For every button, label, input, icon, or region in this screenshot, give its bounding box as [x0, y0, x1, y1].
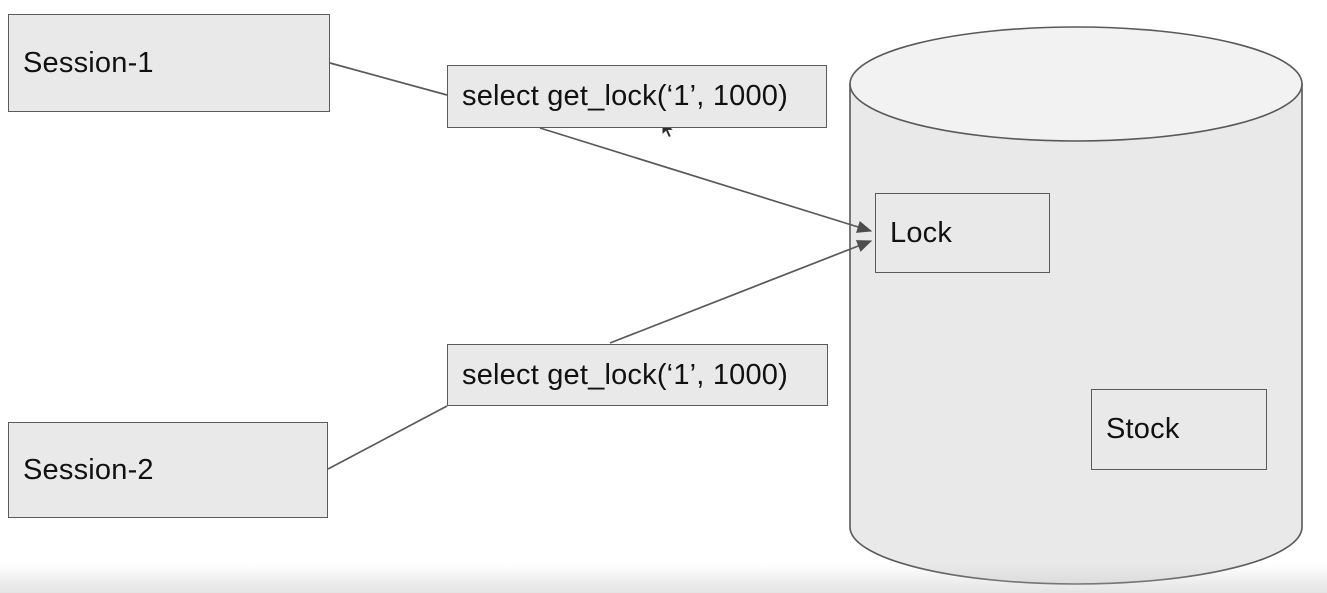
- connector-query1-lock: [539, 127, 873, 233]
- node-query-get-lock-2-label: select get_lock(‘1’, 1000): [462, 358, 788, 391]
- connector-session2-query2: [327, 405, 448, 470]
- database-cylinder-top: [849, 26, 1303, 142]
- database-cylinder: [849, 26, 1303, 585]
- database-cylinder-body: [849, 83, 1303, 585]
- node-session-2[interactable]: Session-2: [8, 422, 328, 518]
- node-session-1[interactable]: Session-1: [8, 14, 330, 112]
- node-query-get-lock-1[interactable]: select get_lock(‘1’, 1000): [447, 65, 827, 128]
- node-lock-table[interactable]: Lock: [875, 193, 1050, 273]
- node-query-get-lock-2[interactable]: select get_lock(‘1’, 1000): [447, 344, 828, 406]
- node-lock-table-label: Lock: [890, 216, 953, 249]
- node-query-get-lock-1-label: select get_lock(‘1’, 1000): [462, 80, 788, 112]
- connector-query2-lock: [609, 240, 873, 344]
- node-session-2-label: Session-2: [23, 453, 154, 486]
- node-stock-table-label: Stock: [1106, 413, 1180, 445]
- connector-session1-query1: [329, 62, 448, 96]
- node-stock-table[interactable]: Stock: [1091, 389, 1267, 470]
- node-session-1-label: Session-1: [23, 46, 154, 79]
